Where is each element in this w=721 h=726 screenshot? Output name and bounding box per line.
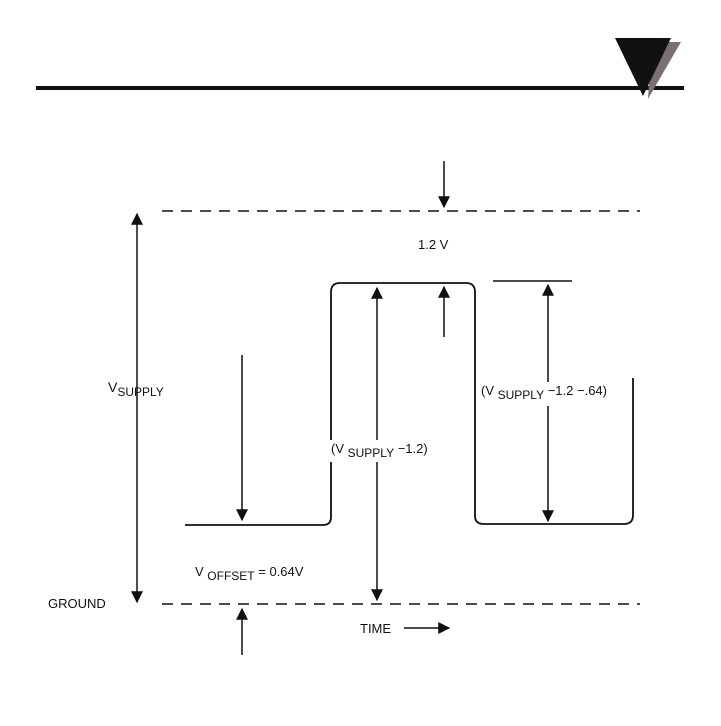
v-supply-label: VSUPPLY <box>108 380 164 394</box>
time-label: TIME <box>360 622 391 635</box>
mid-span-sub-text: SUPPLY <box>348 446 394 460</box>
right-span-open-text: (V <box>481 383 494 398</box>
mid-span-open-text: (V <box>331 441 344 456</box>
v-supply-main-text: V <box>108 379 117 395</box>
right-span-label: (V SUPPLY −1.2 −.64) <box>481 384 607 397</box>
mid-span-label: (V SUPPLY −1.2) <box>331 442 428 455</box>
offset-label: V OFFSET = 0.64V <box>195 565 303 578</box>
mid-span-tail-text: −1.2) <box>398 441 428 456</box>
gap-voltage-label: 1.2 V <box>418 238 448 251</box>
ground-label: GROUND <box>48 597 106 610</box>
offset-tail-text: = 0.64V <box>258 564 303 579</box>
offset-sub-text: OFFSET <box>207 569 254 583</box>
v-supply-sub-text: SUPPLY <box>117 385 163 399</box>
offset-main-text: V <box>195 564 204 579</box>
right-span-tail-text: −1.2 −.64) <box>548 383 607 398</box>
right-span-sub-text: SUPPLY <box>498 388 544 402</box>
